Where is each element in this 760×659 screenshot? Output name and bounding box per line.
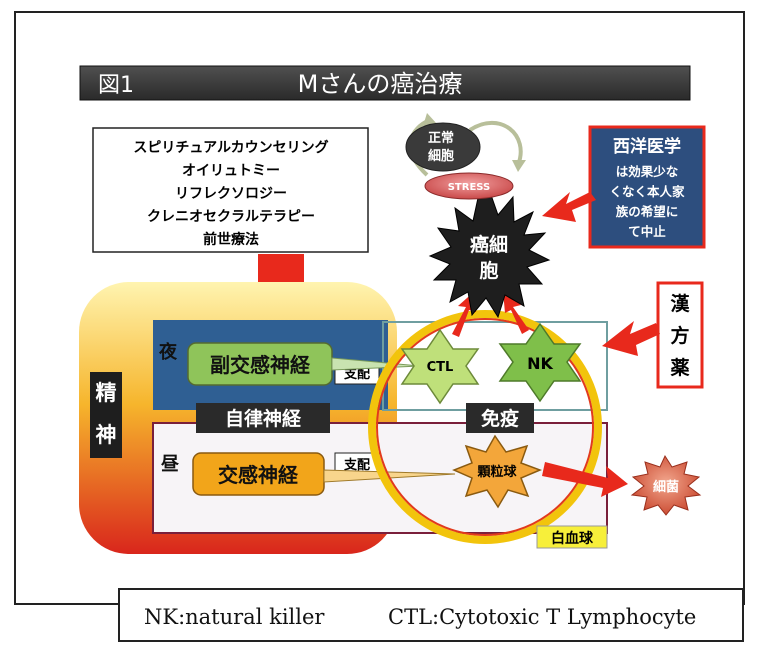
control-label-night: 支配 (343, 366, 370, 382)
normal-cell-label: 細胞 (428, 148, 454, 164)
wbc-ring-inner (376, 318, 594, 536)
control-pointer-night (331, 357, 421, 371)
day-label: 昼 (161, 454, 179, 475)
cycle-arrowhead-left (423, 113, 437, 126)
western-medicine-line: て中止 (628, 224, 666, 239)
caption-nk: NK:natural killer (144, 605, 325, 629)
kampo-char: 漢 (670, 292, 690, 315)
western-medicine-box (588, 125, 706, 249)
western-medicine-line: 族の希望に (616, 204, 679, 219)
kampo-box (656, 281, 704, 389)
parasympathetic-label: 副交感神経 (210, 353, 311, 377)
therapy-item: 前世療法 (203, 231, 259, 248)
ctl-cell (400, 328, 480, 405)
cancer-label: 癌細 (470, 233, 508, 256)
therapy-item: オイリュトミー (182, 163, 280, 179)
bacteria (630, 454, 702, 516)
western-arrow (542, 192, 596, 222)
kampo-char: 薬 (669, 356, 689, 379)
wbc-label: 白血球 (551, 530, 594, 547)
cycle-arrow-right (468, 120, 523, 166)
sympathetic-label: 交感神経 (218, 463, 299, 487)
western-medicine-title: 西洋医学 (613, 136, 681, 157)
western-medicine-line: は効果少な (616, 164, 679, 179)
therapies-box: スピリチュアルカウンセリング オイリュトミー リフレクソロジー クレニオセクラル… (92, 127, 369, 253)
spirit-char: 神 (96, 423, 117, 447)
cancer-cell (428, 191, 551, 319)
nk-attack-arrow (503, 291, 529, 334)
autonomic-label: 自律神経 (225, 407, 302, 430)
immunity-label: 免疫 (481, 407, 519, 430)
nk-label: NK (527, 354, 553, 373)
night-label: 夜 (158, 341, 178, 363)
autonomic-label-box (196, 403, 330, 433)
ctl-label: CTL (427, 360, 454, 375)
kampo-arrow (602, 321, 660, 356)
wbc-label-box (536, 525, 608, 549)
granulocyte-label: 顆粒球 (477, 464, 517, 480)
granulocyte-cell (452, 434, 543, 509)
cancer-label: 胞 (479, 259, 498, 282)
figure-label: 図1 (98, 73, 134, 98)
therapy-item: クレニオセクラルテラピー (147, 209, 315, 225)
control-label-day: 支配 (343, 457, 370, 473)
kampo-char: 方 (670, 324, 689, 347)
abbreviation-caption: NK:natural killer CTL:Cytotoxic T Lympho… (118, 588, 744, 642)
therapy-item: スピリチュアルカウンセリング (133, 139, 328, 156)
spirit-char: 精 (96, 381, 117, 405)
figure-title: Mさんの癌治療 (298, 70, 463, 98)
therapy-item: リフレクソロジー (175, 186, 287, 202)
stress-label: STRESS (448, 182, 491, 193)
western-medicine-line: くなく本人家 (609, 184, 685, 199)
normal-cell (405, 122, 481, 172)
bacteria-label: 細菌 (653, 479, 679, 495)
title-bar: 図1 Mさんの癌治療 (79, 65, 691, 101)
immunity-label-box (466, 403, 534, 433)
wbc-ring (368, 310, 602, 544)
cycle-arrowhead-right (512, 160, 526, 172)
granulocyte-to-bacteria-arrow (542, 462, 628, 497)
stress-ellipse (424, 172, 514, 200)
normal-cell-label: 正常 (428, 130, 454, 146)
nk-cell (498, 322, 582, 403)
caption-ctl: CTL:Cytotoxic T Lymphocyte (388, 605, 697, 629)
spirit-label-box (90, 372, 122, 458)
